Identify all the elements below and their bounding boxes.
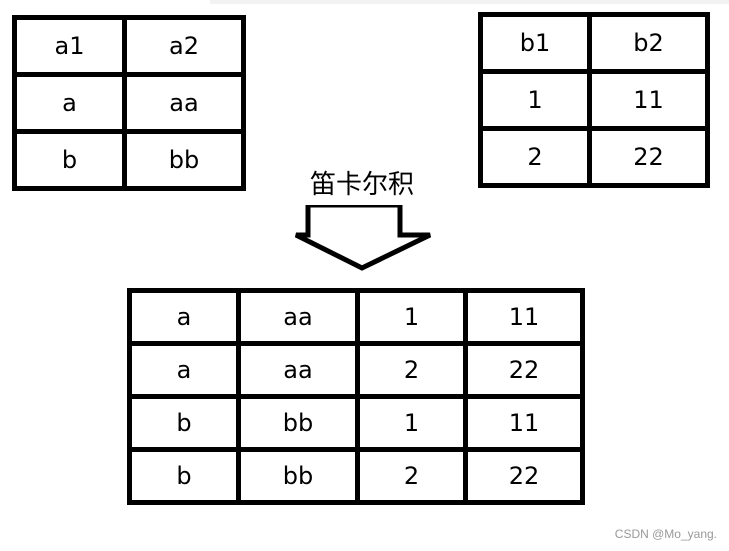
- table-b-header-cell: b1: [478, 12, 592, 74]
- result-cell: aa: [236, 288, 360, 346]
- result-cell: 1: [355, 288, 468, 346]
- watermark: CSDN @Mo_yang.: [614, 527, 717, 541]
- table-a-header-row: a1 a2: [12, 15, 246, 77]
- result-cell: 22: [463, 341, 585, 399]
- result-cell: b: [127, 447, 241, 505]
- table-b-cell: 1: [478, 69, 592, 131]
- table-b-cell: 22: [587, 126, 710, 188]
- result-cell: 2: [355, 447, 468, 505]
- table-b-row: 2 22: [478, 126, 710, 188]
- top-edge-strip: [210, 0, 729, 4]
- down-arrow-icon: [294, 205, 432, 271]
- result-table-row: b bb 1 11: [127, 394, 585, 452]
- table-b-header-cell: b2: [587, 12, 710, 74]
- result-cell: a: [127, 288, 241, 346]
- table-a-cell: aa: [122, 72, 246, 134]
- result-cell: 22: [463, 447, 585, 505]
- cartesian-product-label: 笛卡尔积: [310, 170, 415, 200]
- table-a-row: a aa: [12, 72, 246, 134]
- result-cell: 11: [463, 394, 585, 452]
- result-cell: aa: [236, 341, 360, 399]
- result-cell: 11: [463, 288, 585, 346]
- result-cell: 2: [355, 341, 468, 399]
- result-cell: a: [127, 341, 241, 399]
- result-cell: bb: [236, 394, 360, 452]
- table-a: a1 a2 a aa b bb: [12, 15, 246, 191]
- table-a-header-cell: a2: [122, 15, 246, 77]
- table-a-cell: bb: [122, 129, 246, 191]
- result-cell: b: [127, 394, 241, 452]
- table-a-row: b bb: [12, 129, 246, 191]
- table-b-row: 1 11: [478, 69, 710, 131]
- table-b-header-row: b1 b2: [478, 12, 710, 74]
- table-a-header-cell: a1: [12, 15, 127, 77]
- table-a-cell: a: [12, 72, 127, 134]
- table-b-cell: 2: [478, 126, 592, 188]
- result-cell: 1: [355, 394, 468, 452]
- table-b: b1 b2 1 11 2 22: [478, 12, 710, 188]
- result-table-row: b bb 2 22: [127, 447, 585, 505]
- table-a-cell: b: [12, 129, 127, 191]
- result-table-row: a aa 2 22: [127, 341, 585, 399]
- result-table-row: a aa 1 11: [127, 288, 585, 346]
- result-cell: bb: [236, 447, 360, 505]
- result-table: a aa 1 11 a aa 2 22 b bb 1 11 b bb 2 22: [127, 288, 585, 505]
- table-b-cell: 11: [587, 69, 710, 131]
